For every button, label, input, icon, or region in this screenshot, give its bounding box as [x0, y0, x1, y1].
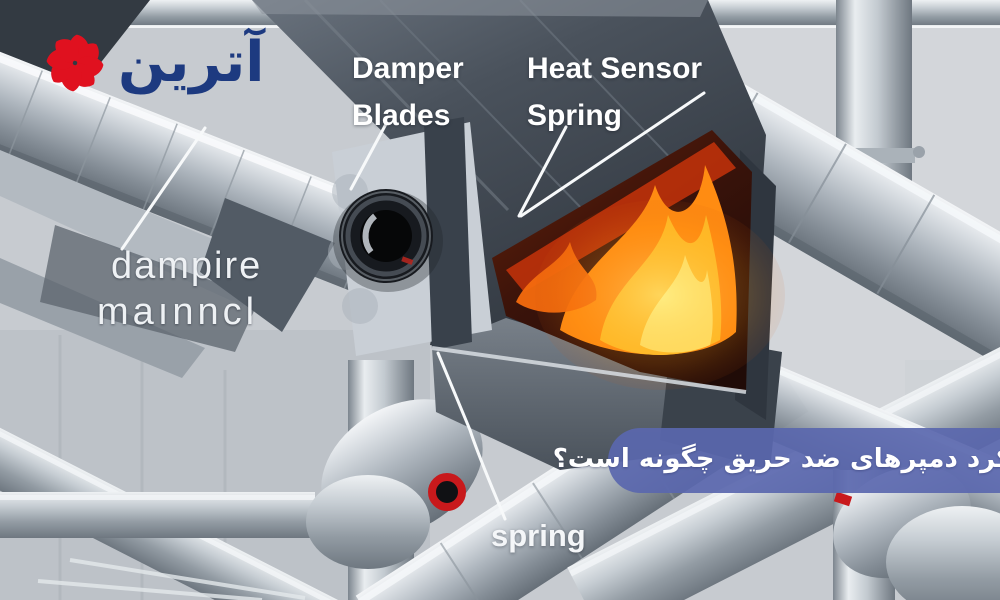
leader-lines	[120, 91, 706, 521]
label-damper-blades: Damper Blades	[352, 54, 464, 131]
label-damper-mechanism-line2: maınncl	[97, 291, 259, 333]
label-damper-mechanism-line1: dampire	[111, 245, 263, 287]
label-heat-sensor-line2: Spring	[527, 99, 622, 132]
red-ring-fitting	[428, 473, 466, 511]
leader-spring	[436, 351, 507, 521]
label-spring: spring	[491, 518, 586, 553]
label-heat-sensor-spring: Heat Sensor Spring	[527, 54, 702, 131]
red-valve	[833, 491, 853, 507]
damper-actuator	[328, 117, 492, 356]
fire-flames	[431, 130, 785, 394]
label-damper-blades-line1: Damper	[352, 52, 464, 85]
label-damper-blades-line2: Blades	[352, 99, 451, 132]
leader-heat-sensor-spring	[517, 125, 568, 218]
label-damper-mechanism: dampire maınncl	[97, 245, 263, 331]
caption-banner: عملکرد دمپرهای ضد حریق چگونه است؟	[553, 428, 1000, 493]
brand-logo: آترین	[42, 30, 265, 96]
brand-name: آترین	[118, 30, 265, 95]
pinwheel-fan-icon	[46, 34, 104, 92]
leader-damper-blades	[349, 122, 388, 191]
caption-text: عملکرد دمپرهای ضد حریق چگونه است؟	[552, 443, 1000, 474]
leader-damper-mechanism	[120, 126, 207, 251]
label-heat-sensor-line1: Heat Sensor	[527, 52, 703, 85]
leader-long-diagonal	[519, 91, 706, 218]
